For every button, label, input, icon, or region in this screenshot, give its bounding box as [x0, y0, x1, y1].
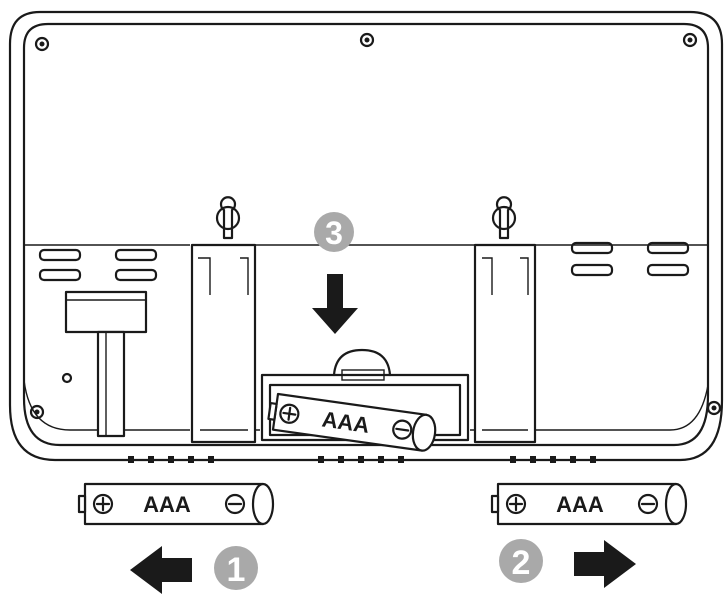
step-2-number: 2 — [512, 544, 531, 582]
foot-dot — [398, 456, 404, 463]
foot-dot — [338, 456, 344, 463]
foot-dot — [168, 456, 174, 463]
screw-bottom-right — [706, 400, 722, 416]
foot-dot — [590, 456, 596, 463]
step-3-badge: 3 — [314, 212, 354, 252]
foot-dot — [378, 456, 384, 463]
foot-dot — [318, 456, 324, 463]
arrow-left-icon — [130, 546, 192, 594]
stand-leg-left — [190, 243, 257, 444]
bottom-dots — [128, 456, 596, 463]
foot-dot — [188, 456, 194, 463]
screw-top-center — [359, 32, 375, 48]
screw-bottom-left — [29, 404, 45, 420]
battery-inserted: AAA — [267, 392, 437, 452]
foot-dot — [208, 456, 214, 463]
small-hole — [61, 372, 73, 384]
vent-slots-left — [38, 248, 158, 282]
battery-left: AAA — [77, 482, 275, 526]
battery-left-label: AAA — [143, 492, 191, 517]
foot-dot — [358, 456, 364, 463]
stand-leg-right — [473, 243, 537, 444]
step-1-number: 1 — [227, 551, 246, 589]
slide-switch — [64, 290, 148, 438]
step-3-number: 3 — [325, 215, 343, 251]
foot-dot — [530, 456, 536, 463]
arrow-right-icon — [574, 540, 636, 588]
keyhole-hanger-left — [215, 196, 241, 240]
battery-right-label: AAA — [556, 492, 604, 517]
foot-dot — [510, 456, 516, 463]
arrow-down-icon — [312, 274, 358, 334]
vent-slots-right — [570, 241, 690, 277]
foot-dot — [550, 456, 556, 463]
keyhole-hanger-right — [491, 196, 517, 240]
screw-top-left — [34, 36, 50, 52]
step-2-badge: 2 — [499, 539, 543, 583]
battery-right: AAA — [490, 482, 688, 526]
step-1-badge: 1 — [214, 546, 258, 590]
foot-dot — [128, 456, 134, 463]
foot-dot — [148, 456, 154, 463]
foot-dot — [570, 456, 576, 463]
screw-top-right — [682, 32, 698, 48]
device-back-housing — [8, 10, 724, 462]
